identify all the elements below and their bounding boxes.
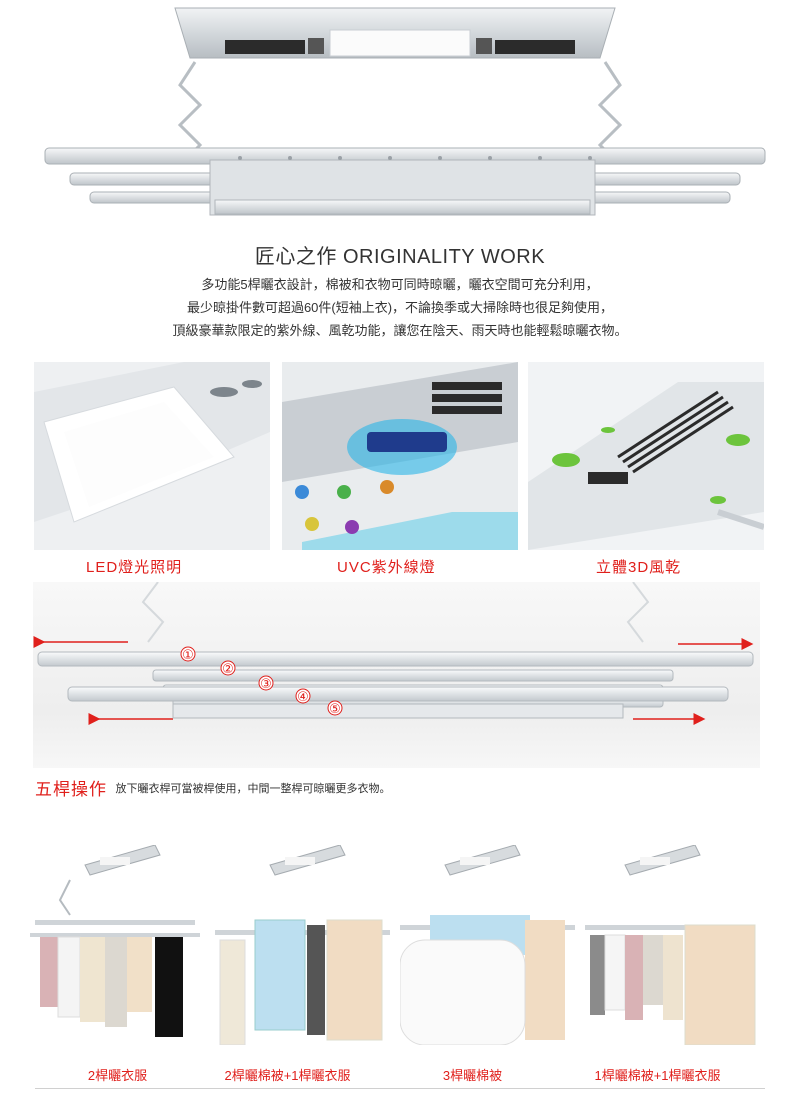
product-description: 多功能5桿曬衣設計，棉被和衣物可同時晾曬，曬衣空間可充分利用， 最少晾掛件數可超…: [0, 273, 800, 342]
feature-label-airdry: 立體3D風乾: [596, 559, 682, 576]
five-pole-rack-diagram: ① ② ③ ④ ⑤: [33, 582, 760, 768]
feature-uvc-image: [282, 362, 518, 550]
feature-label-led: LED燈光照明: [86, 559, 183, 576]
rack-with-three-quilts-icon: [400, 845, 575, 1045]
operation-caption: 五桿操作 放下曬衣桿可當被桿使用，中間一整桿可晾曬更多衣物。: [35, 775, 390, 799]
rack-with-quilts-icon: [215, 845, 390, 1045]
air-dry-fan-icon: [528, 362, 764, 550]
section-title: 匠心之作 ORIGINALITY WORK: [254, 246, 546, 268]
pole-number: ⑤: [329, 701, 341, 716]
description-line: 多功能5桿曬衣設計，棉被和衣物可同時晾曬，曬衣空間可充分利用，: [201, 277, 599, 292]
rack-with-clothes-icon: [30, 845, 200, 1037]
feature-label-uvc: UVC紫外線燈: [337, 559, 436, 576]
led-light-icon: [34, 362, 270, 550]
feature-led-image: [34, 362, 270, 550]
pole-number: ④: [297, 689, 309, 704]
hero-product-image: [0, 0, 800, 230]
operation-description: 放下曬衣桿可當被桿使用，中間一整桿可晾曬更多衣物。: [115, 782, 391, 795]
usage-label: 1桿曬棉被+1桿曬衣服: [594, 1068, 721, 1083]
bottom-divider: [35, 1088, 765, 1089]
description-line: 頂級豪華款限定的紫外線、風乾功能，讓您在陰天、雨天時也能輕鬆晾曬衣物。: [172, 323, 628, 338]
rack-with-quilt-and-clothes-icon: [585, 845, 756, 1045]
usage-label: 2桿曬衣服: [87, 1068, 148, 1083]
uvc-lamp-icon: [282, 362, 518, 550]
pole-number: ①: [182, 647, 194, 662]
usage-image: [30, 845, 205, 1045]
feature-airdry-image: [528, 362, 764, 550]
operation-title: 五桿操作: [35, 780, 107, 799]
description-line: 最少晾掛件數可超過60件(短袖上衣)，不論換季或大掃除時也很足夠使用，: [186, 300, 614, 315]
pole-number: ②: [222, 661, 234, 676]
pole-number: ③: [260, 676, 272, 691]
usage-image: [585, 845, 760, 1045]
usage-label: 3桿曬棉被: [442, 1068, 503, 1083]
usage-image: [400, 845, 575, 1045]
usage-label: 2桿曬棉被+1桿曬衣服: [224, 1068, 351, 1083]
usage-image: [215, 845, 390, 1045]
